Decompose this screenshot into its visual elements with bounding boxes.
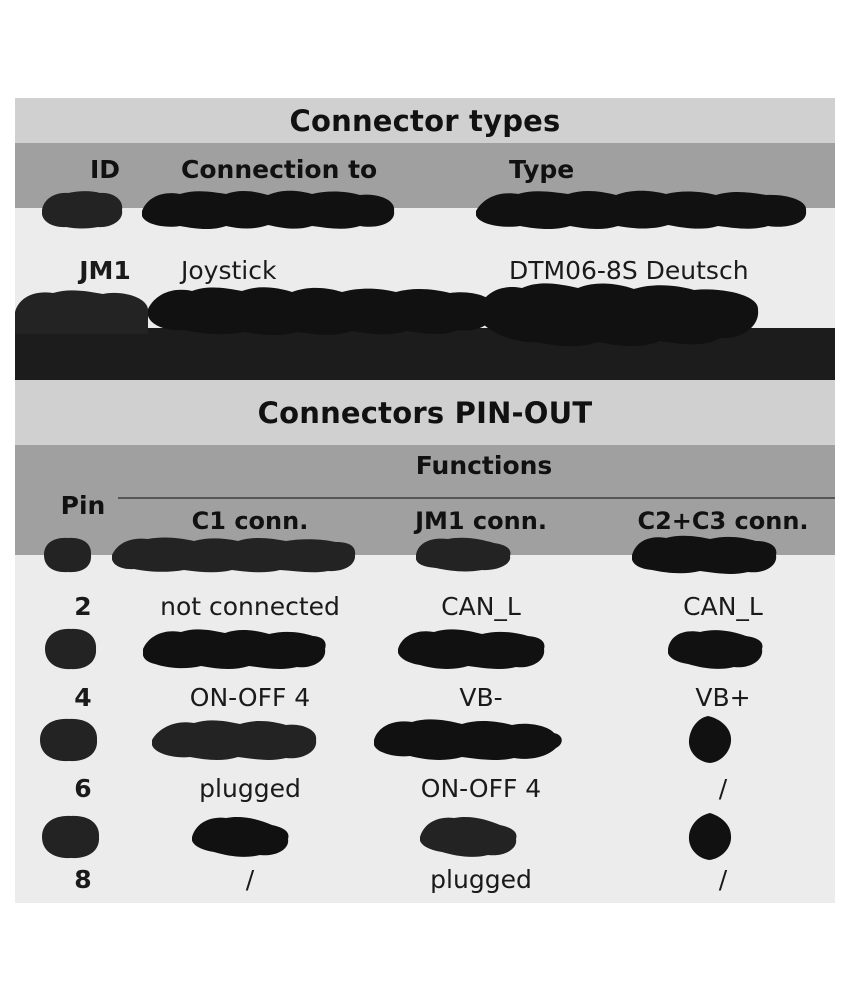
table-row-jm1-value: CAN_L bbox=[441, 592, 521, 621]
table-row-jm1-value: VB- bbox=[459, 683, 503, 712]
table-row-c1-value: plugged bbox=[199, 774, 301, 803]
table-row-pin-value: 4 bbox=[74, 683, 92, 712]
pin-out-body: 2 not connected CAN_L CAN_L 4 ON-OFF 4 V… bbox=[15, 555, 835, 903]
column-header-type: Type bbox=[509, 155, 575, 184]
pin-out-title: Connectors PIN-OUT bbox=[15, 380, 835, 445]
table-row-c2c3-value: CAN_L bbox=[683, 592, 763, 621]
table-row-c1-value: ON-OFF 4 bbox=[189, 683, 311, 712]
table-row-jm1-value: ON-OFF 4 bbox=[420, 774, 542, 803]
table-row-pin-value: 2 bbox=[74, 592, 92, 621]
column-header-id: ID bbox=[89, 155, 121, 184]
pin-out-header: Pin Functions C1 conn. JM1 conn. C2+C3 c… bbox=[15, 445, 835, 555]
column-header-c1: C1 conn. bbox=[191, 507, 309, 535]
table-row-pin-value: 8 bbox=[74, 865, 92, 894]
column-header-pin: Pin bbox=[60, 491, 106, 520]
table-row-jm1-value: plugged bbox=[430, 865, 532, 894]
connector-types-table: Connector types ID Connection to Type JM… bbox=[15, 98, 835, 380]
table-row-c2c3-value: VB+ bbox=[695, 683, 751, 712]
column-header-c2c3: C2+C3 conn. bbox=[637, 507, 809, 535]
column-header-jm1: JM1 conn. bbox=[415, 507, 547, 535]
table-row-c2c3-value: / bbox=[718, 865, 728, 894]
connector-types-body: JM1 Joystick DTM06-8S Deutsch bbox=[15, 208, 835, 380]
table-row-c1-value: / bbox=[245, 865, 255, 894]
row-connection-to-value: Joystick bbox=[181, 256, 277, 285]
functions-group-rule bbox=[118, 497, 835, 499]
column-header-connection-to: Connection to bbox=[181, 155, 378, 184]
connector-types-header-row: ID Connection to Type bbox=[15, 143, 835, 208]
table-row-c1-value: not connected bbox=[160, 592, 340, 621]
connector-types-title: Connector types bbox=[15, 98, 835, 143]
table-row-pin-value: 6 bbox=[74, 774, 92, 803]
row-id-value: JM1 bbox=[79, 256, 131, 285]
row-type-value: DTM06-8S Deutsch bbox=[509, 256, 749, 285]
redaction-slab-row3 bbox=[15, 328, 835, 380]
column-group-functions: Functions bbox=[415, 451, 553, 480]
pin-out-table: Connectors PIN-OUT Pin Functions C1 conn… bbox=[15, 380, 835, 903]
table-row-c2c3-value: / bbox=[718, 774, 728, 803]
